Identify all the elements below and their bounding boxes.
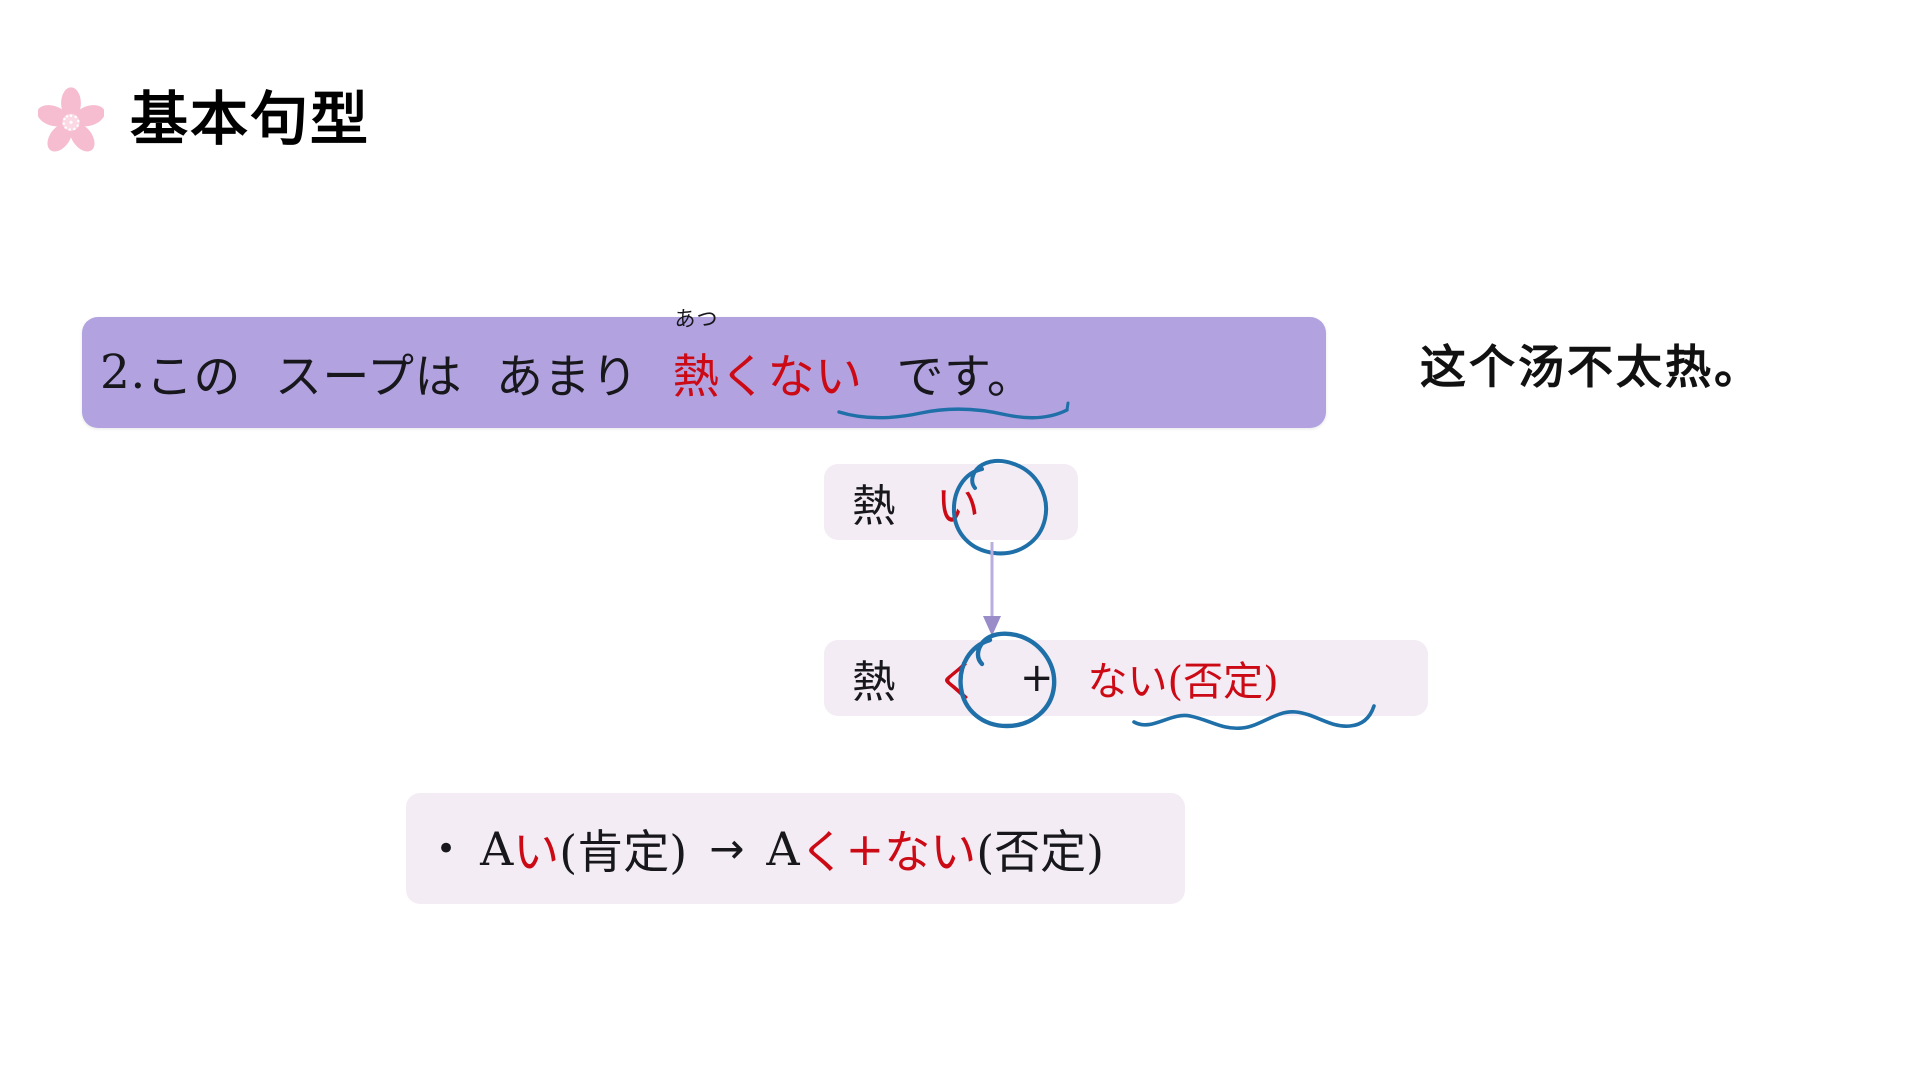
- step2-negative-nai: ない: [1087, 659, 1168, 705]
- step2-negative-note: (否定): [1167, 659, 1279, 705]
- step1-stem: 熱: [852, 481, 896, 532]
- page-title: 基本句型: [130, 85, 371, 153]
- rule-plus-sign: +: [845, 821, 885, 876]
- step2-stem: 熱: [852, 657, 896, 708]
- down-arrow-icon: [983, 542, 1001, 636]
- rule-negative-letter: A: [766, 821, 800, 876]
- furigana-atsu: あつ: [674, 307, 719, 331]
- example-sentence-banner: 2.このスープはあまりあつ熱くないです。: [82, 307, 1326, 428]
- sentence-part-desu: です。: [896, 350, 1035, 405]
- rule-negative-ending: く: [799, 824, 846, 879]
- derivation-step-2-box: 熱く + ない(否定): [824, 640, 1428, 716]
- sentence-number: 2.: [100, 345, 146, 400]
- sakura-flower-icon: [38, 87, 104, 152]
- bullet-icon: •: [436, 828, 457, 869]
- chinese-translation: 这个汤不太热。: [1420, 340, 1763, 394]
- highlight-atsukunai: 熱くない: [672, 350, 863, 405]
- plus-sign: +: [1020, 655, 1054, 701]
- step1-ending-i: い: [936, 481, 980, 532]
- example-sentence-text: 2.このスープはあまりあつ熱くないです。: [100, 307, 1035, 428]
- rule-negative-suffix: ない: [884, 824, 977, 879]
- ruby-group-atsukunai: あつ熱くない: [672, 307, 863, 407]
- page-title-row: 基本句型: [38, 86, 370, 152]
- rule-arrow-icon: →: [709, 824, 745, 873]
- sentence-part-soup: スープは: [274, 350, 463, 405]
- rule-affirmative-letter: A: [480, 821, 514, 876]
- rule-affirmative-note: (肯定): [559, 824, 688, 879]
- rule-affirmative-ending: い: [513, 824, 560, 879]
- step2-ending-ku: く: [936, 657, 980, 708]
- sentence-part-amari: あまり: [496, 350, 639, 405]
- rule-negative-note: (否定): [976, 824, 1105, 879]
- sentence-part-kono: この: [145, 350, 241, 405]
- derivation-step-1-box: 熱い: [824, 464, 1078, 540]
